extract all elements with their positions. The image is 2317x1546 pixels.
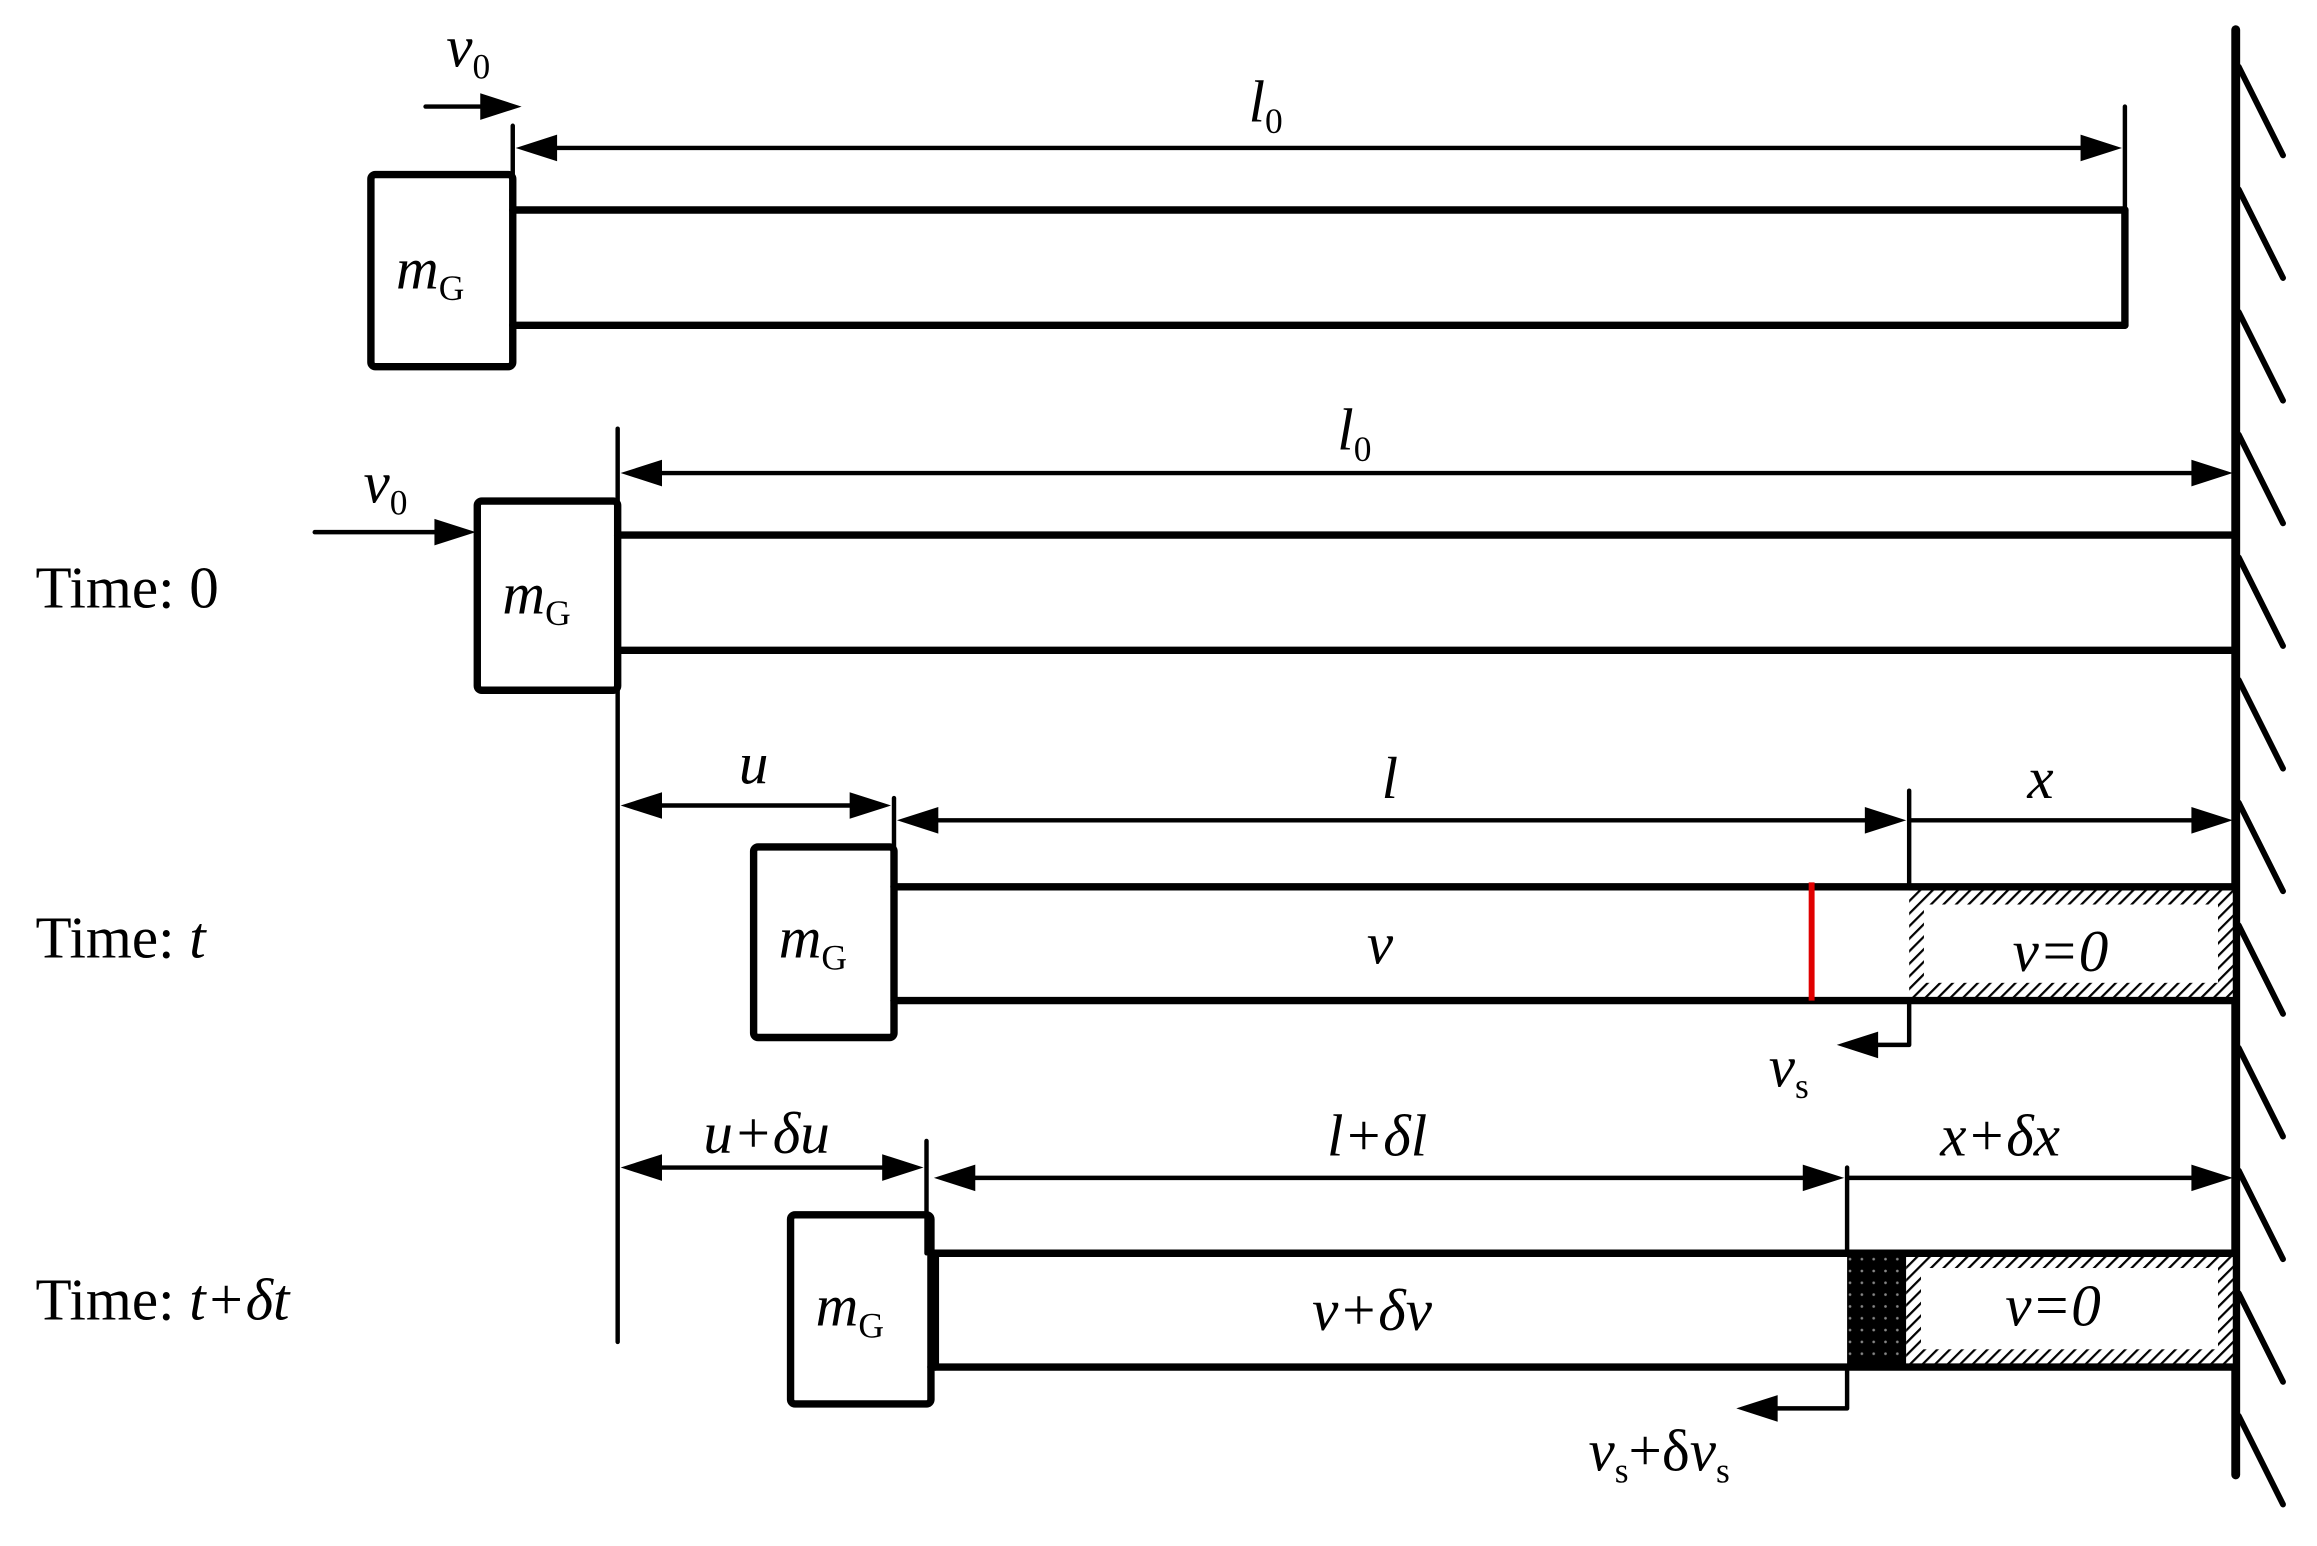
arrowhead-right xyxy=(2080,134,2122,162)
moving-velocity-label: v+δv xyxy=(1312,1277,1433,1343)
arrowhead-right xyxy=(1802,1164,1845,1192)
wall-hatch-tick xyxy=(2235,186,2286,281)
arrowhead-left xyxy=(620,459,662,487)
velocity-arrowhead xyxy=(434,518,476,546)
displacement-label: u+δu xyxy=(703,1100,829,1166)
length-label: l0 xyxy=(1337,396,1371,469)
wave-speed-label: vs+δvs xyxy=(1589,1417,1730,1490)
wall-hatch-tick xyxy=(2235,922,2286,1017)
mass-label: mG xyxy=(816,1273,884,1346)
row-2-time-zero: Time: 0 mG l0 v0 xyxy=(35,396,2240,1345)
mass-label: mG xyxy=(396,235,464,308)
stopped-velocity-label: v=0 xyxy=(2013,918,2109,984)
wall-hatch-tick xyxy=(2235,554,2286,649)
arrowhead-left xyxy=(896,806,939,834)
arrowhead-left xyxy=(515,134,558,162)
arrowhead-left xyxy=(620,792,662,819)
rigid-wall xyxy=(2231,25,2286,1508)
mass-block xyxy=(749,843,898,1042)
stopped-region-interior xyxy=(1923,904,2218,983)
mass-label: mG xyxy=(502,560,570,633)
arrowhead-right xyxy=(2191,459,2233,487)
arrowhead-right xyxy=(882,1154,924,1181)
moving-velocity-label: v xyxy=(1367,911,1394,977)
newly-stopped-increment xyxy=(1847,1253,1907,1368)
wave-speed-bracket xyxy=(1763,1364,1850,1411)
stopped-velocity-label: v=0 xyxy=(2005,1273,2101,1339)
stopped-region-interior xyxy=(1920,1268,2218,1350)
wall-hatch-tick xyxy=(2235,1167,2286,1263)
wave-speed-label: vs xyxy=(1769,1033,1809,1106)
time-label-t: Time: t xyxy=(35,905,207,971)
wall-hatch-tick xyxy=(2235,431,2286,527)
wall-hatch-tick xyxy=(2235,799,2286,895)
wave-speed-bracket xyxy=(1862,998,1912,1048)
arrowhead-left xyxy=(620,1154,662,1181)
mass-block xyxy=(367,170,517,371)
row-3-time-t: Time: t mG u l x v v=0 vs xyxy=(35,730,2240,1106)
wall-hatch-tick xyxy=(2235,1412,2286,1508)
wall-hatch-tick xyxy=(2235,1290,2286,1385)
wall-hatch-tick xyxy=(2235,1044,2286,1140)
wall-hatch-tick xyxy=(2235,309,2286,404)
row-1-free-configuration: mG l0 v0 xyxy=(367,14,2129,371)
length-label: l xyxy=(1382,745,1398,811)
wall-hatch-tick xyxy=(2235,676,2286,772)
wall-hatch-tick xyxy=(2235,63,2286,159)
velocity-arrowhead xyxy=(480,93,522,120)
velocity-label: v0 xyxy=(446,14,490,87)
wave-speed-arrowhead xyxy=(1736,1395,1778,1422)
time-label-zero: Time: 0 xyxy=(35,555,218,621)
arrowhead-right xyxy=(1864,806,1907,834)
stopped-length-label: x xyxy=(2026,745,2053,811)
mass-block xyxy=(786,1211,935,1408)
length-label: l0 xyxy=(1249,68,1283,141)
velocity-label: v0 xyxy=(364,450,408,523)
arrowhead-right xyxy=(2191,806,2233,834)
displacement-label: u xyxy=(739,730,769,796)
arrowhead-right xyxy=(849,792,892,819)
arrowhead-left xyxy=(933,1164,976,1192)
stopped-length-label: x+δx xyxy=(1939,1103,2060,1169)
length-label: l+δl xyxy=(1327,1103,1427,1169)
row-4-time-t-plus-dt: Time: t+δt mG u+δu l+δl x+δx v+δv v=0 vs… xyxy=(35,1100,2240,1490)
arrowhead-right xyxy=(2191,1164,2233,1192)
mass-block xyxy=(473,497,622,694)
mass-label: mG xyxy=(779,905,847,978)
time-label-t-plus-dt: Time: t+δt xyxy=(35,1267,291,1333)
wave-speed-arrowhead xyxy=(1836,1031,1879,1059)
